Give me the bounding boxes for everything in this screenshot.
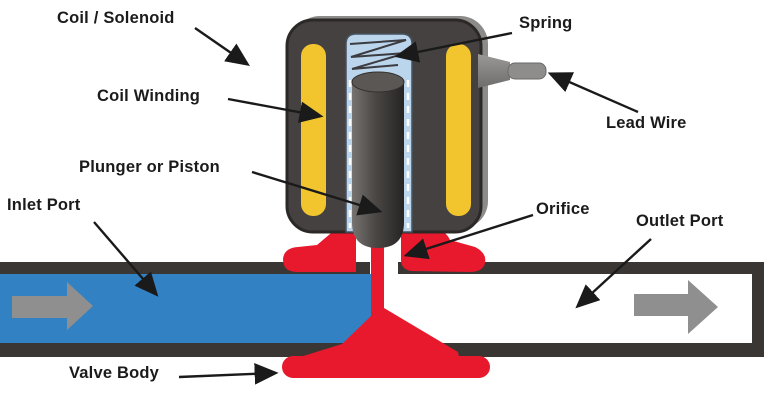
label-lead-wire: Lead Wire [606, 114, 687, 132]
coil-winding-left [301, 44, 326, 216]
pipe-top-wall-right [398, 262, 764, 274]
coil-winding-right [446, 44, 471, 216]
label-spring: Spring [519, 14, 573, 32]
plunger-piston [352, 82, 404, 248]
inlet-flow-arrow-icon [12, 282, 93, 330]
arrow-coil-solenoid [194, 27, 250, 67]
valve-seat-left-wing [283, 228, 356, 272]
spring-coil [349, 39, 407, 70]
label-coil-winding: Coil Winding [97, 87, 201, 105]
lead-wire [507, 62, 547, 80]
valve-body-assembly [282, 226, 490, 378]
lead-wire-connector [478, 54, 510, 88]
valve-seat-right-wing [401, 226, 486, 272]
label-inlet-port: Inlet Port [7, 196, 81, 214]
label-orifice: Orifice [536, 200, 590, 218]
arrow-spring [394, 31, 513, 63]
label-valve-body: Valve Body [69, 364, 160, 382]
label-plunger: Plunger or Piston [79, 158, 220, 176]
plunger-top-face [351, 71, 405, 93]
pipe-end-cap [752, 262, 764, 357]
arrow-coil-winding [227, 97, 324, 123]
arrow-inlet-port [93, 221, 159, 297]
label-coil-solenoid: Coil / Solenoid [57, 9, 175, 27]
label-outlet-port: Outlet Port [636, 212, 724, 230]
arrow-lead-wire [547, 72, 639, 114]
pipe-top-wall-left [0, 262, 370, 274]
valve-funnel [284, 308, 460, 362]
outlet-flow-arrow-icon [634, 280, 718, 334]
arrow-plunger [251, 170, 383, 216]
annotation-arrows [93, 27, 652, 385]
orifice-tube [371, 246, 384, 312]
arrow-orifice [403, 213, 534, 260]
arrow-outlet-port [575, 238, 652, 309]
valve-base [282, 356, 490, 378]
arrow-valve-body [178, 363, 279, 385]
